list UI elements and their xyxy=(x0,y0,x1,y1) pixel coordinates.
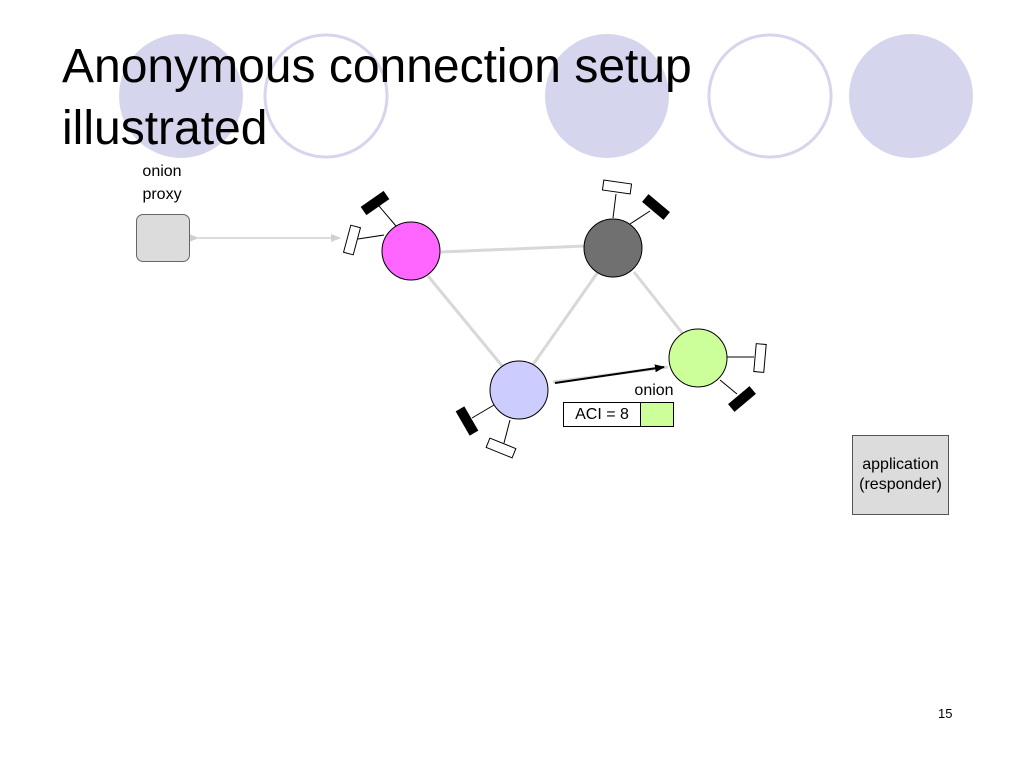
onion-proxy-box xyxy=(136,214,190,262)
router-green-port-white xyxy=(753,343,767,373)
router-magenta-port-black xyxy=(360,190,390,216)
link-gray-lavender xyxy=(530,271,600,367)
router-lavender-port-white xyxy=(485,437,517,459)
router-green-port-black xyxy=(728,386,756,412)
deco-circle-filled-3 xyxy=(849,34,973,158)
link-magenta-lavender xyxy=(426,275,505,368)
link-magenta-gray xyxy=(440,244,586,254)
deco-circle-outline-2 xyxy=(707,33,833,159)
application-responder-box: application (responder) xyxy=(852,435,949,515)
onion-proxy-label: onion proxy xyxy=(122,160,202,206)
router-green xyxy=(668,328,767,412)
router-gray-port-black xyxy=(642,194,670,220)
slide-title-line-2: illustrated xyxy=(62,102,268,155)
deco-circle-filled-2 xyxy=(545,34,669,158)
onion-proxy-label-line-1: onion xyxy=(142,163,182,180)
deco-circle-outline-1 xyxy=(263,33,389,159)
onion-proxy-label-line-2: proxy xyxy=(142,186,182,203)
slide-title-line-1: Anonymous connection setup xyxy=(62,40,692,93)
router-lavender xyxy=(455,360,549,459)
router-gray xyxy=(583,179,670,278)
application-label-line-1: application xyxy=(862,456,939,473)
onion-label: onion xyxy=(634,382,674,399)
router-gray-port-white xyxy=(601,179,633,195)
router-magenta xyxy=(342,190,441,281)
application-label-line-2: (responder) xyxy=(859,476,942,493)
deco-circle-filled-1 xyxy=(119,34,243,158)
router-lavender-port-black xyxy=(455,406,479,436)
link-gray-green xyxy=(632,271,685,335)
onion-payload-swatch xyxy=(641,403,673,426)
onion-cell: ACI = 8 xyxy=(563,402,674,427)
router-magenta-port-white xyxy=(342,224,362,256)
aci-value: ACI = 8 xyxy=(564,403,641,426)
slide-number: 15 xyxy=(938,706,953,721)
network-links xyxy=(426,244,685,384)
onion-send-arrow xyxy=(554,364,665,384)
slide-title: Anonymous connection setup illustrated xyxy=(62,36,822,160)
